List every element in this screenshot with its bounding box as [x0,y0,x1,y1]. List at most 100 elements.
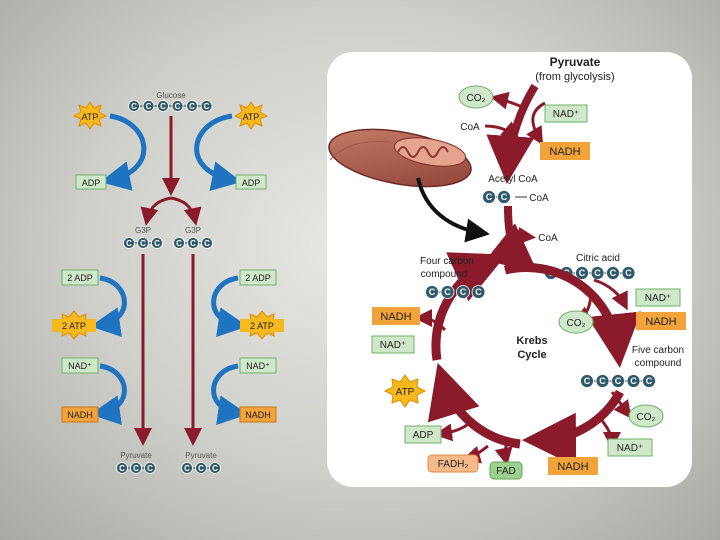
carbon-atom-label: C [610,268,617,278]
g3p-left-label: G3P [135,226,151,235]
carbon-atom-label: C [429,287,436,297]
carbon-atom-label: C [133,464,139,473]
carbon-atom-label: C [475,287,482,297]
carbon-atom [171,100,184,112]
five-carbon-label-1: Five carbon [632,345,684,356]
fad-text: FAD [496,466,515,477]
carbon-atom [137,237,149,249]
carbon-atom-label: C [175,102,181,111]
carbon-atom-label: C [119,464,125,473]
carbon-atom [580,374,594,388]
nadh-r1-text: NADH [645,316,676,328]
carbon-atom [611,374,625,388]
carbon-atom [157,100,169,112]
carbon-atom-label: C [599,376,606,386]
nad-l-text: NAD⁺ [380,340,406,351]
red-arrow-acetyl-to-citric [485,205,538,273]
nadh-r2-box [548,457,598,475]
arrow-fad [494,436,513,466]
co2-r2-bubble [628,404,664,428]
two-atp-star-right: 2 ATP [240,310,284,340]
arrow-nad-r1 [593,278,628,311]
nad-right-text: NAD⁺ [246,361,270,371]
krebs-panel: Pyruvate (from glycolysis) CO₂ CoA NAD⁺ … [327,52,692,487]
carbon-atom [142,100,155,112]
carbon-atom-label: C [646,376,653,386]
carbon-atom-label: C [198,464,204,473]
adp-left-box [75,174,107,190]
carbon-atom [595,374,610,388]
arrow-coa-out [507,224,536,245]
carbon-atom-label: C [189,102,195,111]
carbon-atom [590,266,605,280]
carbon-atom-label: C [584,376,591,386]
nad-r1-box [635,288,681,307]
nadh-top-text: NADH [549,146,580,158]
carbon-atom [173,237,185,249]
adp-left-text: ADP [82,178,101,188]
nad-l-box [371,335,415,354]
carbon-atom-label: C [176,239,182,248]
nadh-left-box [61,406,99,423]
two-adp-right-text: 2 ADP [245,273,271,283]
nadh-l-text: NADH [380,311,411,323]
atp-right-text: ATP [243,112,260,122]
carbon-atom [471,285,486,299]
carbon-atom-label: C [126,239,132,248]
fadh2-text: FADH₂ [438,459,469,470]
carbon-atom [201,237,213,249]
carbon-atom-label: C [630,376,637,386]
nad-top-text: NAD⁺ [553,109,579,120]
fad-box [489,461,523,480]
nadh-top-box [540,142,590,160]
nadh-r2-text: NADH [557,461,588,473]
co2-r1-bubble [558,310,594,334]
pyruvate-title: Pyruvate [550,55,601,69]
fadh2-box [427,454,479,473]
carbon-atom-label: C [154,239,160,248]
krebs-cycle-label-1: Krebs [516,335,547,347]
cycle-arc-top-right [503,262,642,368]
co2-r1-text: CO₂ [567,318,586,329]
two-atp-star-left: 2 ATP [52,310,96,340]
adp-box [404,425,442,444]
coa-out-text: CoA [538,233,558,244]
two-adp-right-box [239,269,277,286]
nad-r2-text: NAD⁺ [617,443,643,454]
carbon-atom-label: C [204,239,210,248]
nad-r1-text: NAD⁺ [645,293,671,304]
coa-in-text: CoA [460,122,480,133]
carbon-atom [621,266,636,280]
arrow-co2-r2 [610,391,632,419]
blue-arrow-atp-right [194,113,242,191]
carbon-atom-label: C [190,239,196,248]
two-adp-left-text: 2 ADP [67,273,93,283]
carbon-atom-label: C [146,102,152,111]
co2-r2-text: CO₂ [637,412,656,423]
carbon-atom-label: C [444,287,451,297]
carbon-atom-label: C [594,268,601,278]
pyruvate-subtitle: (from glycolysis) [535,71,614,83]
co2-top-bubble [458,85,494,109]
atp-star: ATP [383,374,427,408]
blue-arrow-adp-left [90,275,127,337]
carbon-atom-label: C [160,102,166,111]
adp-text: ADP [413,430,434,441]
carbon-atom [128,100,140,112]
carbon-atom-label: C [140,239,146,248]
carbon-atom [186,100,198,112]
carbon-atom [209,462,221,474]
carbon-atom-label: C [486,192,493,202]
carbon-atom-label: C [204,102,210,111]
carbon-atom [200,100,213,112]
carbon-atom [497,190,511,204]
carbon-atom [187,237,199,249]
pyruvate-right-label: Pyruvate [185,451,217,460]
carbon-atom [116,462,128,474]
